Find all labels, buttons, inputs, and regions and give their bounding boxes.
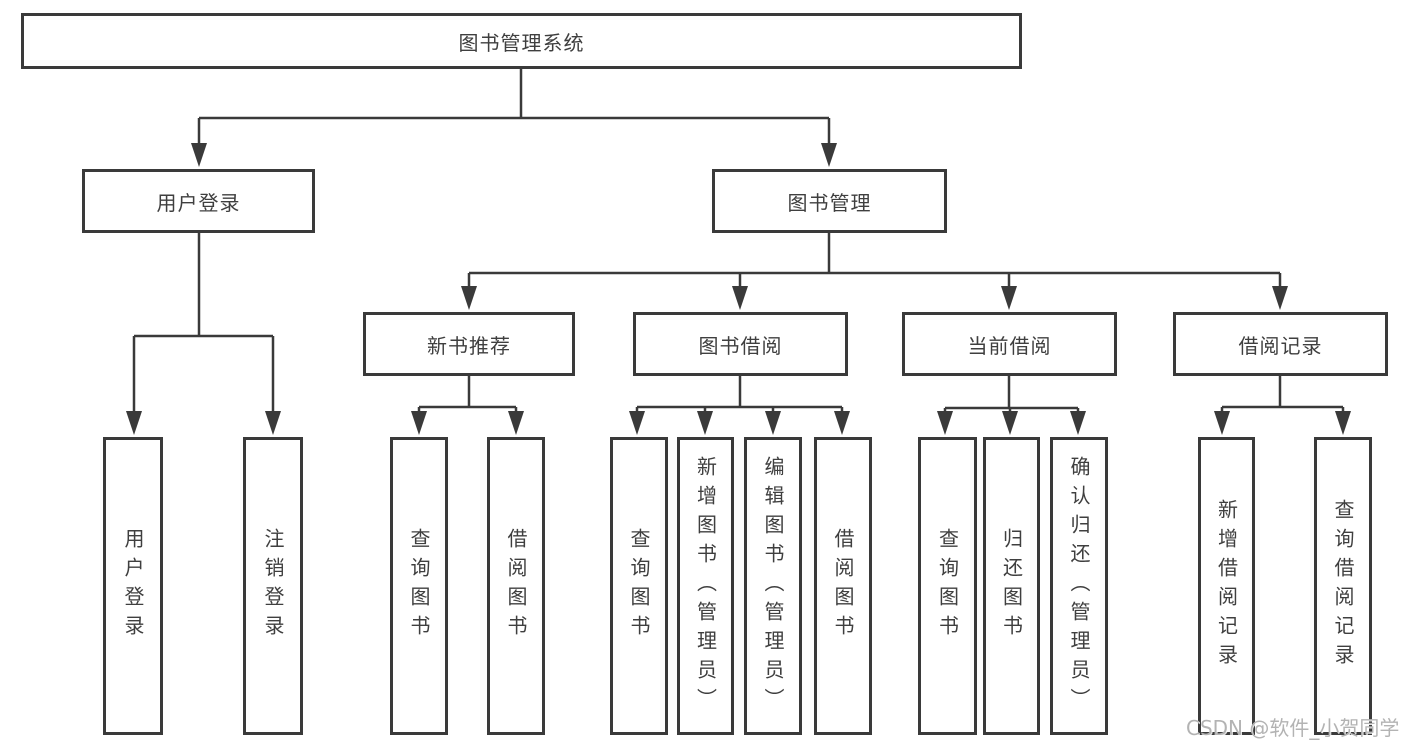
leaf-current-return-books: 归还图书 (983, 437, 1040, 735)
node-user-login-label: 用户登录 (156, 190, 241, 215)
leaf-borrow-borrow-books: 借阅图书 (814, 437, 872, 735)
leaf-rec-borrow-books: 借阅图书 (487, 437, 545, 735)
node-library-management-system-label: 图书管理系统 (458, 30, 585, 55)
leaf-current-confirm-return-admin: 确认归还（管理员） (1050, 437, 1108, 735)
leaf-borrow-borrow-books-label: 借阅图书 (831, 528, 855, 644)
node-book-borrowing: 图书借阅 (633, 312, 848, 376)
leaf-records-query-borrow-record: 查询借阅记录 (1314, 437, 1372, 735)
leaf-current-confirm-return-admin-label: 确认归还（管理员） (1067, 455, 1091, 717)
node-new-book-recommendation-label: 新书推荐 (427, 333, 511, 358)
leaf-borrow-edit-books-admin-label: 编辑图书（管理员） (761, 455, 785, 717)
leaf-borrow-edit-books-admin: 编辑图书（管理员） (744, 437, 802, 735)
leaf-borrow-add-books-admin: 新增图书（管理员） (677, 437, 734, 735)
leaf-rec-query-books: 查询图书 (390, 437, 448, 735)
node-borrowing-records-label: 借阅记录 (1238, 333, 1323, 358)
leaf-borrow-query-books-label: 查询图书 (627, 528, 651, 644)
node-user-login: 用户登录 (82, 169, 315, 233)
leaf-rec-borrow-books-label: 借阅图书 (504, 528, 528, 644)
node-new-book-recommendation: 新书推荐 (363, 312, 575, 376)
leaf-borrow-add-books-admin-label: 新增图书（管理员） (693, 455, 718, 717)
node-library-management-system: 图书管理系统 (21, 13, 1022, 69)
node-borrowing-records: 借阅记录 (1173, 312, 1388, 376)
leaf-current-return-books-label: 归还图书 (999, 528, 1024, 644)
leaf-logout-label: 注销登录 (261, 528, 285, 644)
leaf-records-add-borrow-record: 新增借阅记录 (1198, 437, 1255, 735)
arrowheads (126, 143, 1351, 435)
leaf-user-login-label: 用户登录 (121, 528, 145, 644)
leaf-borrow-query-books: 查询图书 (610, 437, 668, 735)
leaf-rec-query-books-label: 查询图书 (407, 528, 431, 644)
node-book-management-label: 图书管理 (787, 190, 872, 215)
node-book-borrowing-label: 图书借阅 (698, 333, 783, 358)
csdn-watermark: CSDN @软件_小贺同学 (1186, 716, 1400, 740)
leaf-user-login: 用户登录 (103, 437, 163, 735)
leaf-records-add-borrow-record-label: 新增借阅记录 (1214, 499, 1239, 673)
leaf-records-query-borrow-record-label: 查询借阅记录 (1331, 499, 1355, 673)
node-current-borrowing: 当前借阅 (902, 312, 1117, 376)
node-current-borrowing-label: 当前借阅 (967, 333, 1052, 358)
node-book-management: 图书管理 (712, 169, 947, 233)
leaf-current-query-books-label: 查询图书 (935, 528, 960, 644)
leaf-current-query-books: 查询图书 (918, 437, 977, 735)
leaf-logout: 注销登录 (243, 437, 303, 735)
